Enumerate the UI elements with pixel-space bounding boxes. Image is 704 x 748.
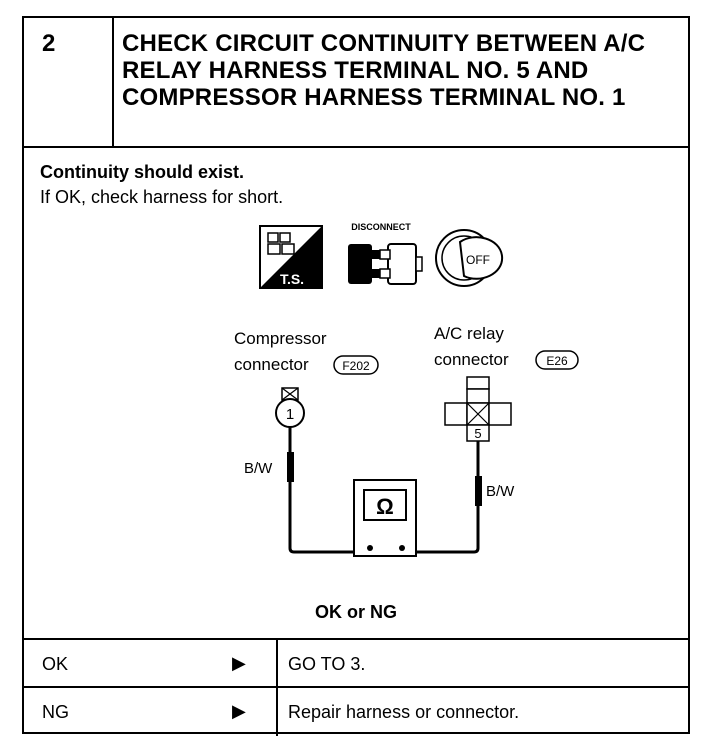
compressor-connector-badge — [333, 355, 379, 375]
result-action-ng: Repair harness or connector. — [288, 702, 520, 722]
result-code-ng: NG — [42, 702, 69, 722]
continuity-requirement: Continuity should exist. — [40, 162, 245, 182]
ok-or-ng-heading: OK or NG — [314, 602, 397, 622]
step-title: CHECK CIRCUIT CONTINUITY BETWEEN A/C REL… — [122, 30, 646, 111]
probe-right — [475, 476, 482, 506]
relay-connector-symbol — [444, 376, 512, 442]
wire-color-right: B/W — [486, 483, 515, 500]
relay-connector-label: A/C relay — [434, 324, 504, 343]
probe-wire-right — [406, 441, 480, 554]
wire-color-left: B/W — [244, 460, 273, 477]
result-action-ok: GO TO 3. — [288, 654, 366, 674]
ohmmeter-icon — [353, 479, 417, 557]
compressor-connector-code: F202 — [342, 359, 370, 373]
result-row-ng: NG ▶ Repair harness or connector. — [24, 686, 688, 736]
row-divider — [276, 640, 278, 688]
compressor-connector-label-2: connector — [234, 355, 309, 374]
result-row-ok: OK ▶ GO TO 3. — [24, 638, 688, 688]
ignition-key-icon: OFF — [435, 229, 504, 287]
disconnect-label: DISCONNECT — [351, 222, 411, 232]
relay-connector-label-2: connector — [434, 350, 509, 369]
row-divider — [276, 688, 278, 736]
relay-terminal-number: 5 — [474, 426, 481, 441]
ts-icon: T.S. — [259, 225, 323, 289]
probe-wire-left — [288, 427, 370, 554]
probe-left — [287, 452, 294, 482]
compressor-terminal-number: 1 — [286, 406, 294, 423]
ts-label: T.S. — [280, 271, 304, 287]
ignition-off-label: OFF — [466, 253, 490, 267]
result-code-ok: OK — [42, 654, 69, 674]
header-divider — [112, 18, 114, 146]
arrow-right-icon: ▶ — [232, 701, 246, 721]
disconnect-icon: DISCONNECT — [348, 222, 423, 285]
step-number: 2 — [42, 30, 56, 57]
compressor-connector-label: Compressor — [234, 329, 327, 348]
arrow-right-icon: ▶ — [232, 653, 246, 673]
inspection-step-sheet: 2 CHECK CIRCUIT CONTINUITY BETWEEN A/C R… — [22, 16, 690, 736]
ok-note: If OK, check harness for short. — [40, 187, 284, 207]
relay-connector-badge — [535, 350, 579, 370]
step-header: 2 CHECK CIRCUIT CONTINUITY BETWEEN A/C R… — [24, 18, 688, 148]
ohm-symbol: Ω — [376, 494, 394, 519]
relay-connector-code: E26 — [546, 354, 568, 368]
circuit-diagram: T.S. DISCONNECT OFF Compressor connector… — [234, 222, 579, 557]
compressor-connector-symbol — [275, 387, 305, 428]
